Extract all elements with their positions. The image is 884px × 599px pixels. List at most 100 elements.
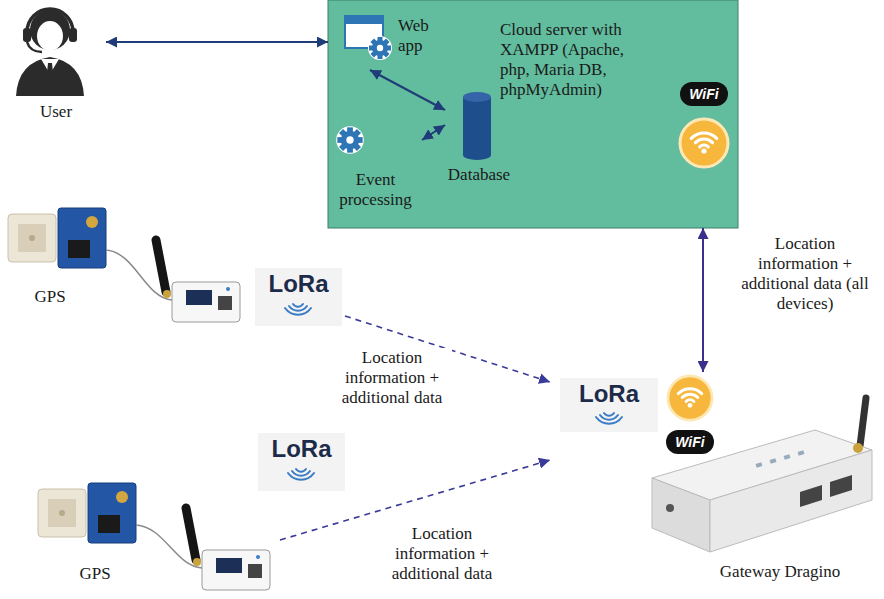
- lora-logo: [285, 308, 311, 315]
- gear-icon: [339, 129, 361, 151]
- lora-logo: [596, 413, 622, 424]
- edge-label: Location information + additional data: [332, 348, 452, 408]
- lora-logo: [296, 469, 306, 472]
- wifi-logo-text: WiFi: [666, 432, 714, 452]
- web-app-icon: [377, 45, 383, 51]
- database-node: Database: [445, 85, 517, 190]
- wifi-badge: [666, 430, 714, 454]
- lora-board: [186, 508, 196, 560]
- web-app-icon: [345, 16, 383, 24]
- edge-label: Location information + additional data: [382, 524, 502, 584]
- gps-device: GPS: [35, 478, 280, 594]
- lora-board: [186, 508, 270, 590]
- lora-logo: [604, 413, 614, 416]
- edge-label: Location information + additional data (…: [735, 234, 875, 314]
- user-icon: [37, 21, 63, 51]
- edge-layer: [106, 42, 703, 540]
- lora-logo-text: LoRa: [258, 435, 345, 463]
- node-label: Event processing: [333, 170, 418, 210]
- lora-board: [172, 282, 240, 322]
- wifi-symbol: [701, 148, 706, 153]
- gps-module: [86, 216, 98, 228]
- gps-module: [18, 224, 46, 252]
- lora-board: [202, 550, 270, 590]
- node-label: Cloud server with XAMPP (Apache, php, Ma…: [500, 20, 640, 100]
- wifi-symbol: [691, 133, 716, 138]
- lora-logo: [285, 304, 311, 315]
- wifi-symbol: [680, 119, 728, 167]
- user-icon: [46, 63, 54, 88]
- web-app-icon: [368, 36, 392, 60]
- gps-module: [8, 214, 56, 262]
- web-app-icon: [345, 16, 392, 60]
- wifi-badge: [666, 430, 714, 454]
- node-label: Gateway Dragino: [685, 562, 875, 582]
- database-cylinder: [463, 92, 491, 102]
- event-processing-node: Event processing: [333, 122, 422, 222]
- gps-module: [8, 208, 106, 268]
- node-label: User: [10, 102, 102, 122]
- user-icon: [69, 28, 77, 42]
- lora-logo-text: LoRa: [255, 270, 342, 298]
- lora-logo: [255, 268, 342, 326]
- gateway-router: [756, 462, 763, 468]
- user-icon: [27, 9, 73, 32]
- gps-module: [59, 510, 65, 516]
- user-icon: [16, 9, 84, 96]
- lora-logo: [288, 473, 314, 480]
- gateway-router: [652, 478, 710, 552]
- gateway-router: [860, 398, 866, 446]
- wifi-symbol: [686, 400, 694, 402]
- user-icon: [16, 57, 84, 96]
- web-app-icon: [372, 40, 388, 56]
- database-cylinder: [463, 97, 491, 160]
- gateway-router: [652, 398, 872, 552]
- wifi-symbol: [688, 403, 693, 408]
- wifi-badge: [680, 82, 728, 106]
- user-icon: [27, 42, 42, 52]
- gateway-router: [770, 458, 777, 464]
- gateway-router: [830, 475, 852, 497]
- gps-module: [116, 491, 128, 503]
- user-node: User: [10, 0, 106, 128]
- node-label: Database: [445, 165, 513, 185]
- lora-logo: [560, 378, 658, 432]
- lora-board: [156, 240, 166, 292]
- web-app-icon: [370, 38, 389, 57]
- lora-board: [193, 558, 201, 566]
- gps-module: [88, 483, 136, 543]
- wifi-symbol: [680, 119, 728, 167]
- gps-module: [38, 489, 86, 537]
- cloud-server-panel: Cloud server with XAMPP (Apache, php, Ma…: [328, 0, 738, 228]
- lora-logo: [258, 433, 345, 491]
- lora-board: [226, 287, 230, 291]
- connector-arrow: [106, 41, 328, 43]
- gps-device: GPS: [5, 205, 345, 333]
- connector-arrow: [370, 70, 445, 110]
- lora-board: [248, 564, 262, 578]
- gps-module: [58, 208, 106, 268]
- gateway-router: [800, 485, 822, 507]
- lora-board: [218, 296, 232, 310]
- lora-logo: [289, 306, 307, 311]
- gateway-router: [710, 450, 872, 552]
- gear-icon: [339, 129, 361, 151]
- wifi-symbol: [700, 145, 708, 147]
- gps-module: [98, 515, 120, 533]
- lora-board: [156, 240, 240, 322]
- gateway-router: [666, 504, 674, 512]
- gateway-router: [784, 454, 791, 460]
- lora-logo-text: LoRa: [560, 380, 658, 408]
- panel-layer: [328, 0, 738, 228]
- lora-logo: [255, 268, 342, 326]
- lora-board: [186, 290, 212, 305]
- lora-logo: [292, 471, 310, 476]
- gps-module: [68, 240, 90, 258]
- wifi-symbol: [678, 389, 701, 394]
- connector-arrow: [422, 125, 445, 140]
- wifi-symbol: [682, 394, 698, 397]
- lora-logo: [600, 415, 618, 420]
- lora-board: [216, 558, 242, 573]
- database-cylinder: [463, 92, 491, 160]
